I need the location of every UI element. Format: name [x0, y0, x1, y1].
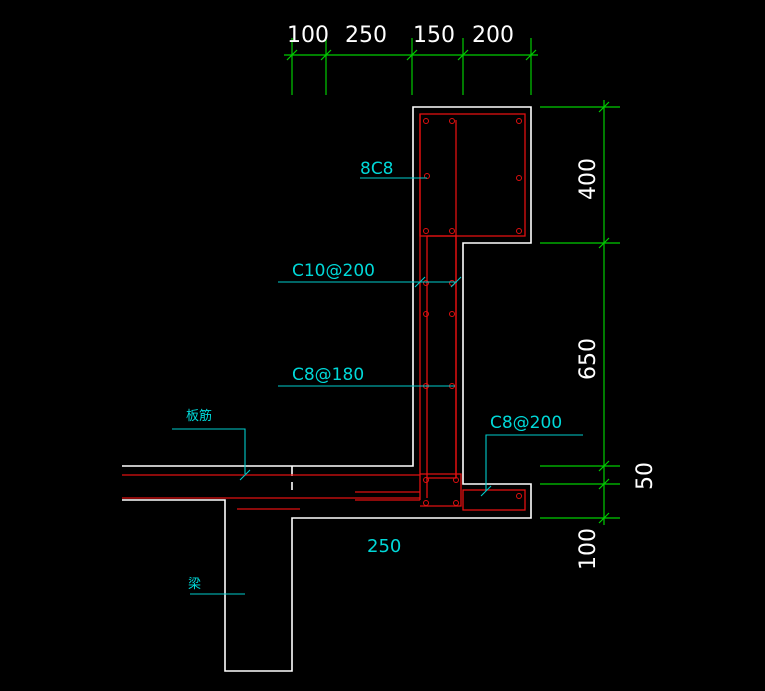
leader-lines — [172, 177, 583, 595]
rebar-group — [122, 113, 526, 511]
dim-right-3: 50 — [633, 462, 658, 490]
leader-slab-bar — [172, 428, 246, 474]
dim-right-2: 650 — [576, 338, 601, 380]
leader-c8-200 — [485, 434, 583, 491]
tick-c10-a — [414, 276, 426, 288]
bar-dots — [423, 118, 522, 506]
label-bottom-bar: C8@200 — [490, 413, 562, 433]
label-stirrup-upper: C10@200 — [292, 261, 375, 281]
tick-c8-200 — [480, 485, 492, 497]
dim-top-2: 250 — [345, 23, 387, 48]
stem-stirrup — [427, 235, 457, 479]
top-stirrup — [419, 113, 526, 237]
parapet-section-outline — [122, 106, 532, 672]
dim-right-1: 400 — [576, 158, 601, 200]
foot-stirrup — [420, 473, 462, 507]
tick-slab-bar — [239, 469, 251, 481]
label-main-bars: 8C8 — [360, 159, 394, 179]
dim-top-3: 150 — [413, 23, 455, 48]
label-slab-bar: 板筋 — [186, 408, 212, 424]
top-dimension-line — [284, 38, 538, 95]
toe-stirrup — [462, 489, 526, 511]
right-dimension-line — [540, 100, 620, 525]
dim-top-1: 100 — [287, 23, 329, 48]
tick-c10-b — [450, 276, 462, 288]
dim-right-4: 100 — [576, 528, 601, 570]
label-stirrup-lower: C8@180 — [292, 365, 364, 385]
concrete-outline — [122, 106, 532, 672]
dim-bottom: 250 — [367, 536, 401, 557]
dim-top-4: 200 — [472, 23, 514, 48]
label-beam: 梁 — [188, 577, 201, 592]
